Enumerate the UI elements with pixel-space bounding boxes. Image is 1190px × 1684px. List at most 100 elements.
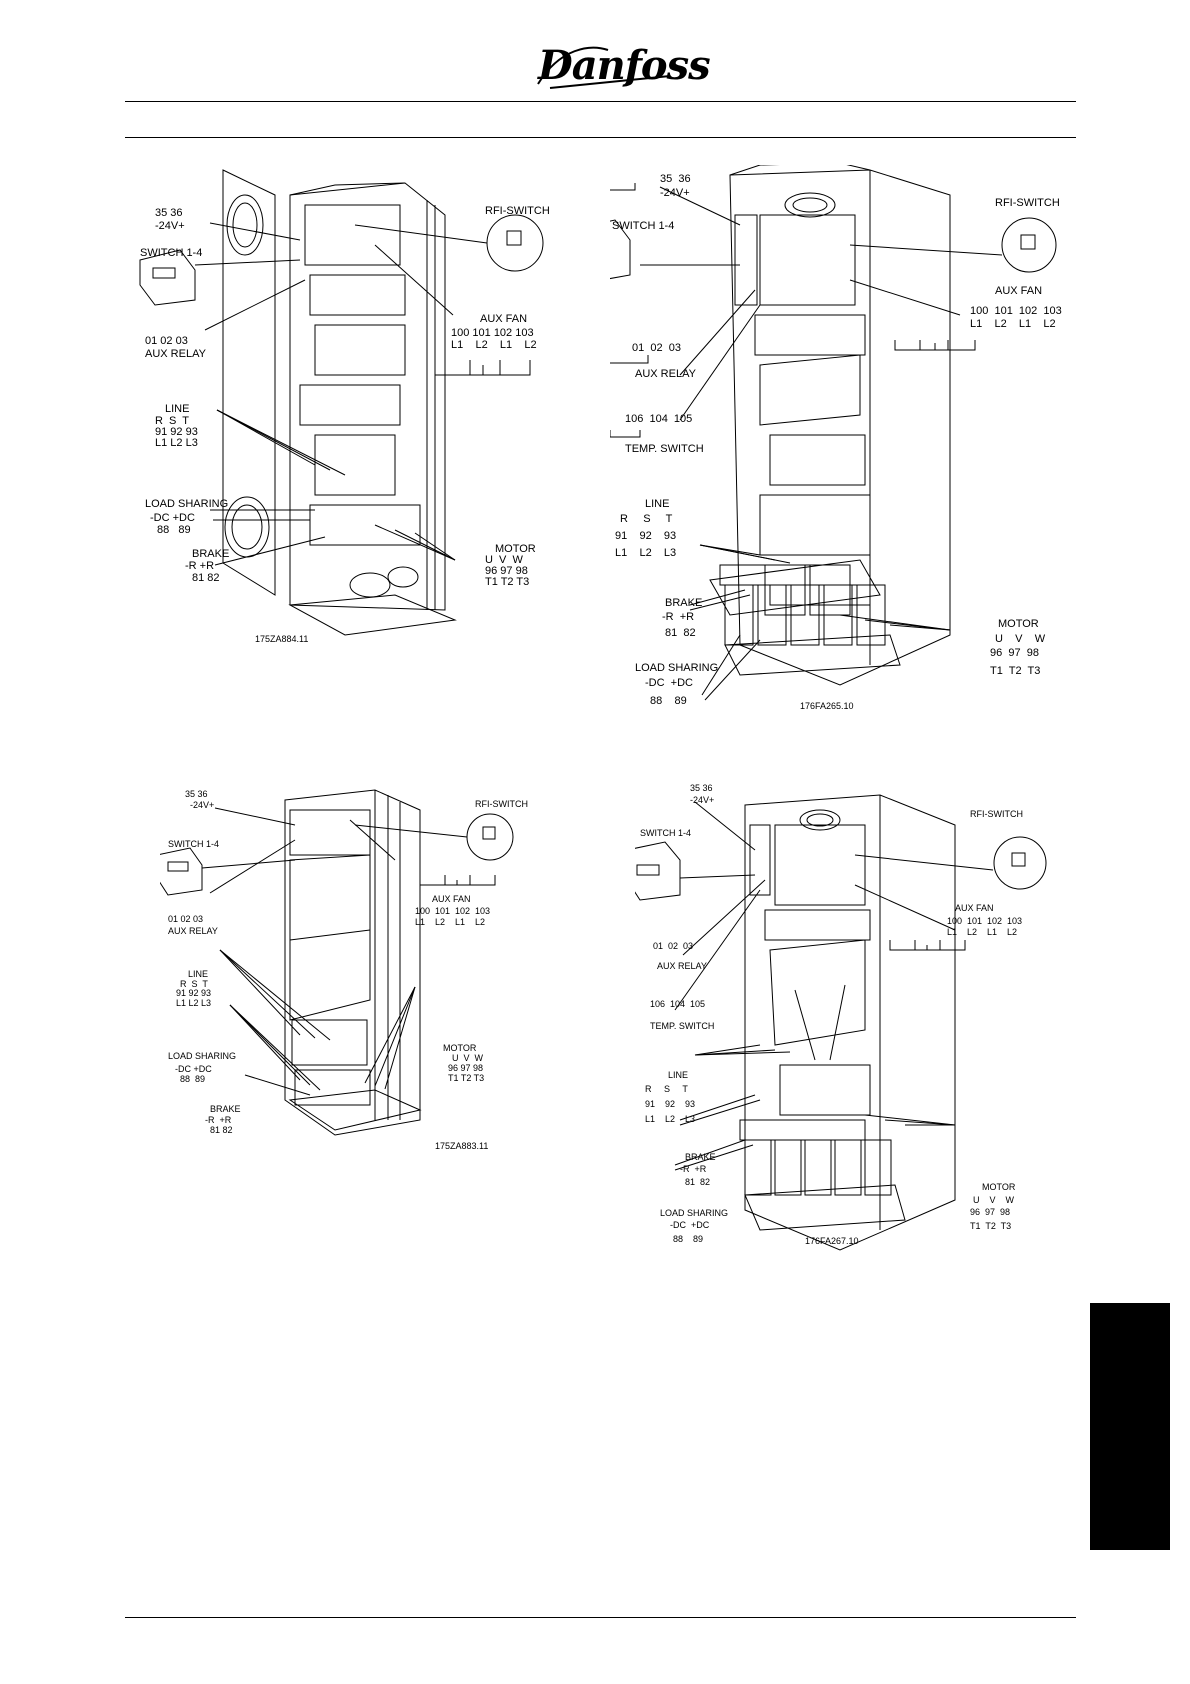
brake-rr: -R +R — [662, 611, 695, 623]
load-sharing-dc: -DC +DC — [670, 1220, 710, 1230]
aux-fan-numbers: 100 101 102 103 — [947, 916, 1023, 926]
line-rst: R S T — [180, 979, 208, 989]
brake-numbers: 81 82 — [685, 1177, 711, 1187]
label-brake: BRAKE — [685, 1152, 716, 1162]
label-switch: SWITCH 1-4 — [168, 839, 220, 849]
label-line: LINE — [165, 403, 190, 415]
label-24v: -24V+ — [690, 795, 715, 805]
line-numbers: 91 92 93 — [176, 988, 212, 998]
terminal-35-36: 35 36 — [185, 789, 208, 799]
aux-fan-lines: L1 L2 L1 L2 — [970, 318, 1056, 330]
load-sharing-dc: -DC +DC — [150, 512, 195, 524]
label-aux-relay: AUX RELAY — [657, 961, 707, 971]
label-rfi-switch: RFI-SWITCH — [485, 205, 550, 217]
label-aux-relay: AUX RELAY — [168, 926, 218, 936]
label-motor: MOTOR — [998, 618, 1039, 630]
terminal-35-36: 35 36 — [660, 173, 691, 185]
load-sharing-dc: -DC +DC — [175, 1064, 212, 1074]
header-rule-bottom — [125, 137, 1076, 138]
label-motor: MOTOR — [495, 543, 536, 555]
drawing-code: 175ZA884.11 — [255, 634, 309, 644]
aux-fan-lines: L1 L2 L1 L2 — [415, 917, 486, 927]
motor-numbers: 96 97 98 — [448, 1063, 484, 1073]
label-load-sharing: LOAD SHARING — [660, 1208, 729, 1218]
figure-4-drawing — [635, 780, 1065, 1260]
label-24v: -24V+ — [190, 800, 215, 810]
terminal-35-36: 35 36 — [690, 783, 713, 793]
section-thumb-tab — [1090, 1303, 1170, 1550]
brake-rr: -R +R — [185, 560, 215, 572]
motor-numbers: 96 97 98 — [970, 1207, 1011, 1217]
line-rst: R S T — [645, 1084, 688, 1094]
line-numbers: 91 92 93 — [645, 1099, 696, 1109]
label-aux-fan: AUX FAN — [995, 285, 1043, 297]
logo-graphic — [530, 40, 680, 92]
label-brake: BRAKE — [210, 1104, 241, 1114]
load-sharing-dc: -DC +DC — [645, 677, 693, 689]
label-aux-relay: AUX RELAY — [145, 348, 206, 360]
aux-relay-numbers: 01 02 03 — [168, 914, 204, 924]
line-numbers: 91 92 93 — [155, 426, 198, 438]
label-switch: SWITCH 1-4 — [140, 247, 203, 259]
label-24v: -24V+ — [660, 187, 690, 199]
drawing-code: 176FA265.10 — [800, 701, 854, 711]
label-line: LINE — [188, 969, 209, 979]
label-rfi-switch: RFI-SWITCH — [970, 809, 1023, 819]
label-line: LINE — [668, 1070, 689, 1080]
line-rst: R S T — [155, 415, 190, 427]
figure-4: 35 36 -24V+ SWITCH 1-4 RFI-SWITCH AUX FA… — [635, 780, 1065, 1260]
label-line: LINE — [645, 498, 670, 510]
motor-numbers: 96 97 98 — [990, 647, 1039, 659]
figure-3-drawing — [160, 780, 580, 1160]
danfoss-logo: Danfoss — [530, 40, 711, 97]
label-motor: MOTOR — [443, 1043, 477, 1053]
brake-numbers: 81 82 — [665, 627, 696, 639]
line-l-labels: L1 L2 L3 — [155, 437, 198, 449]
load-sharing-numbers: 88 89 — [673, 1234, 704, 1244]
label-24v: -24V+ — [155, 220, 185, 232]
aux-relay-numbers: 01 02 03 — [632, 342, 681, 354]
aux-relay-numbers: 01 02 03 — [653, 941, 694, 951]
motor-uvw: U V W — [485, 554, 523, 566]
temp-switch-numbers: 106 104 105 — [650, 999, 706, 1009]
brake-numbers: 81 82 — [210, 1125, 233, 1135]
figure-3: 35 36 -24V+ SWITCH 1-4 RFI-SWITCH AUX FA… — [160, 780, 580, 1160]
brake-rr: -R +R — [205, 1115, 232, 1125]
label-aux-fan: AUX FAN — [955, 903, 994, 913]
load-sharing-numbers: 88 89 — [650, 695, 687, 707]
motor-t-labels: T1 T2 T3 — [485, 576, 530, 588]
label-temp-switch: TEMP. SWITCH — [650, 1021, 715, 1031]
label-aux-relay: AUX RELAY — [635, 368, 696, 380]
label-aux-fan: AUX FAN — [432, 894, 471, 904]
label-load-sharing: LOAD SHARING — [168, 1051, 237, 1061]
brake-numbers: 81 82 — [192, 572, 220, 584]
aux-relay-numbers: 01 02 03 — [145, 335, 188, 347]
label-load-sharing: LOAD SHARING — [145, 498, 229, 510]
load-sharing-numbers: 88 89 — [180, 1074, 206, 1084]
drawing-code: 175ZA883.11 — [435, 1141, 489, 1151]
temp-switch-numbers: 106 104 105 — [625, 413, 693, 425]
label-motor: MOTOR — [982, 1182, 1016, 1192]
label-switch: SWITCH 1-4 — [612, 220, 675, 232]
label-load-sharing: LOAD SHARING — [635, 662, 719, 674]
line-l-labels: L1 L2 L3 — [615, 547, 677, 559]
figure-1-drawing — [135, 165, 595, 655]
figure-2-drawing — [610, 165, 1070, 720]
label-brake: BRAKE — [665, 597, 703, 609]
aux-fan-lines: L1 L2 L1 L2 — [947, 927, 1018, 937]
motor-t-labels: T1 T2 T3 — [990, 665, 1041, 677]
label-temp-switch: TEMP. SWITCH — [625, 443, 704, 455]
brake-rr: -R +R — [680, 1164, 707, 1174]
line-rst: R S T — [620, 513, 673, 525]
aux-fan-lines: L1 L2 L1 L2 — [451, 339, 537, 351]
label-brake: BRAKE — [192, 548, 230, 560]
header-rule-top — [125, 101, 1076, 102]
aux-fan-numbers: 100 101 102 103 — [415, 906, 491, 916]
terminal-35-36: 35 36 — [155, 207, 183, 219]
motor-uvw: U V W — [452, 1053, 483, 1063]
logo-text: Danfoss — [538, 42, 711, 89]
line-l-labels: L1 L2 L3 — [645, 1114, 696, 1124]
load-sharing-numbers: 88 89 — [157, 524, 191, 536]
figure-1: 35 36 -24V+ SWITCH 1-4 RFI-SWITCH AUX FA… — [135, 165, 595, 655]
drawing-code: 176FA267.10 — [805, 1236, 859, 1246]
